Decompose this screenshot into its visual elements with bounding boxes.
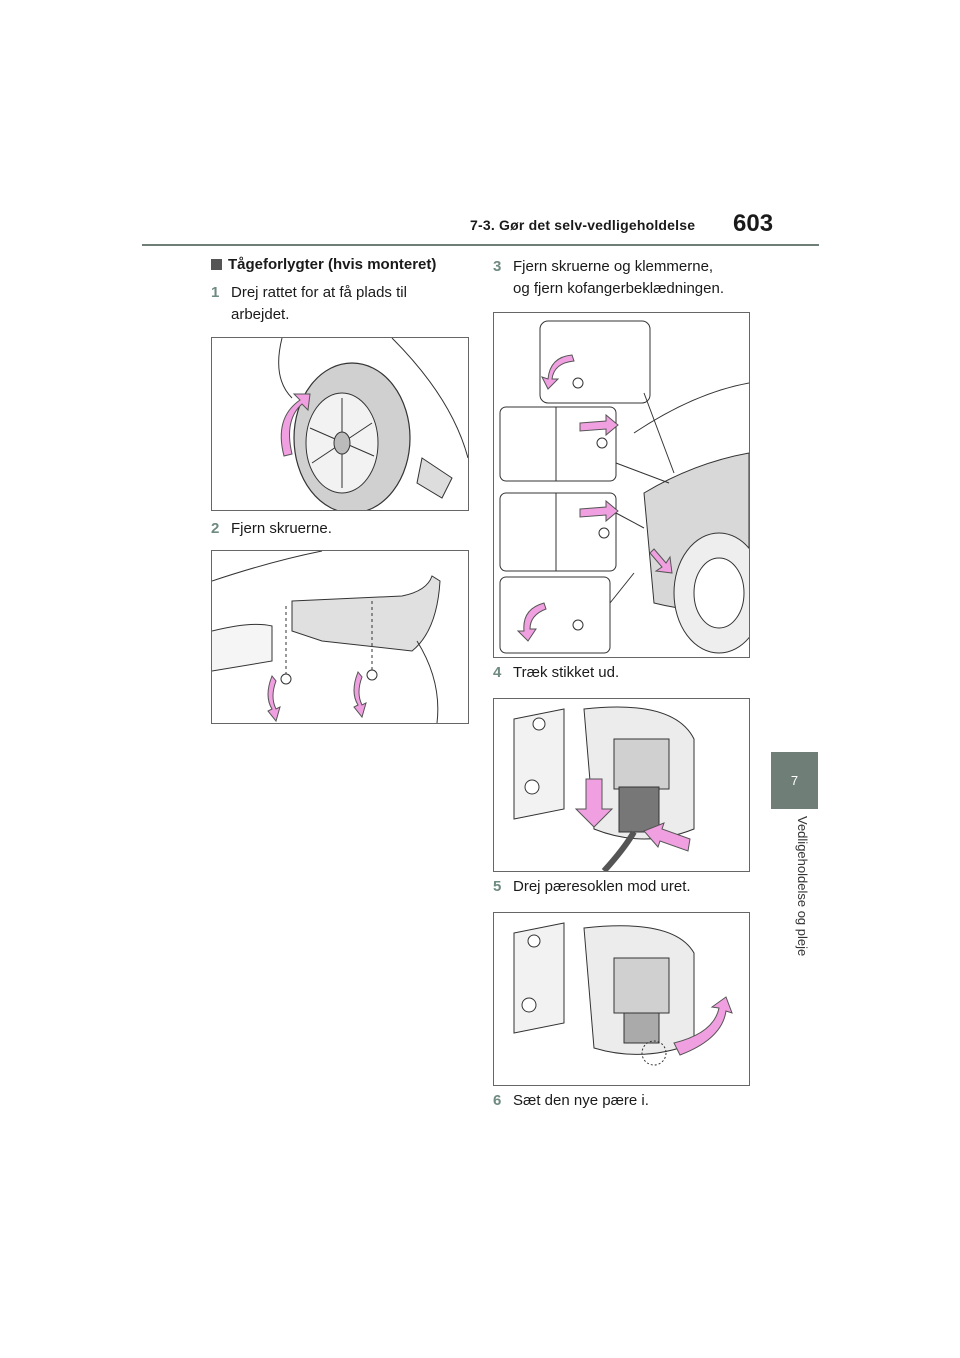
step-number: 2 xyxy=(211,520,220,537)
step-text-line: Drej rattet for at få plads til xyxy=(231,284,407,301)
step-number: 4 xyxy=(493,664,502,681)
step-number: 1 xyxy=(211,284,220,301)
step-text-line: Fjern skruerne og klemmerne, xyxy=(513,258,714,275)
step-5: 5 Drej pæresoklen mod uret. xyxy=(493,876,691,898)
figure-remove-screws xyxy=(211,550,469,724)
square-bullet-icon xyxy=(211,259,222,270)
step-text-line: Fjern skruerne. xyxy=(231,520,332,537)
chapter-number: 7 xyxy=(790,773,799,788)
step-text-line: Drej pæresoklen mod uret. xyxy=(513,878,691,895)
chapter-tab: 7 xyxy=(771,752,818,809)
figure-rotate-bulb-socket xyxy=(493,912,750,1086)
step-2: 2 Fjern skruerne. xyxy=(211,518,332,540)
header-divider xyxy=(142,244,819,246)
step-4: 4 Træk stikket ud. xyxy=(493,662,619,684)
figure-unplug-connector xyxy=(493,698,750,872)
step-number: 5 xyxy=(493,878,502,895)
section-heading: Tågeforlygter (hvis monteret) xyxy=(211,256,436,273)
section-heading-text: Tågeforlygter (hvis monteret) xyxy=(228,256,437,273)
connector-illustration xyxy=(513,706,695,871)
wheel-illustration xyxy=(278,338,468,510)
step-text-line: og fjern kofangerbeklædningen. xyxy=(513,280,724,297)
step-text-line: Sæt den nye pære i. xyxy=(513,1092,649,1109)
step-number: 3 xyxy=(493,258,502,275)
step-text-line: Træk stikket ud. xyxy=(513,664,620,681)
step-3: 3 Fjern skruerne og klemmerne, og fjern … xyxy=(493,256,724,300)
underbody-illustration xyxy=(212,551,441,723)
bulb-socket-illustration xyxy=(513,922,733,1066)
bumper-cover-illustration xyxy=(499,320,749,654)
step-1: 1 Drej rattet for at få plads til arbejd… xyxy=(211,282,407,326)
running-header: 7-3. Gør det selv-vedligeholdelse xyxy=(470,217,696,233)
chapter-side-label: Vedligeholdelse og pleje xyxy=(795,816,810,957)
figure-remove-bumper-cover xyxy=(493,312,750,658)
step-6: 6 Sæt den nye pære i. xyxy=(493,1090,649,1112)
figure-steering-wheel-turn xyxy=(211,337,469,511)
step-number: 6 xyxy=(493,1092,502,1109)
page-number: 603 xyxy=(733,210,774,237)
step-text-line: arbejdet. xyxy=(231,306,290,323)
